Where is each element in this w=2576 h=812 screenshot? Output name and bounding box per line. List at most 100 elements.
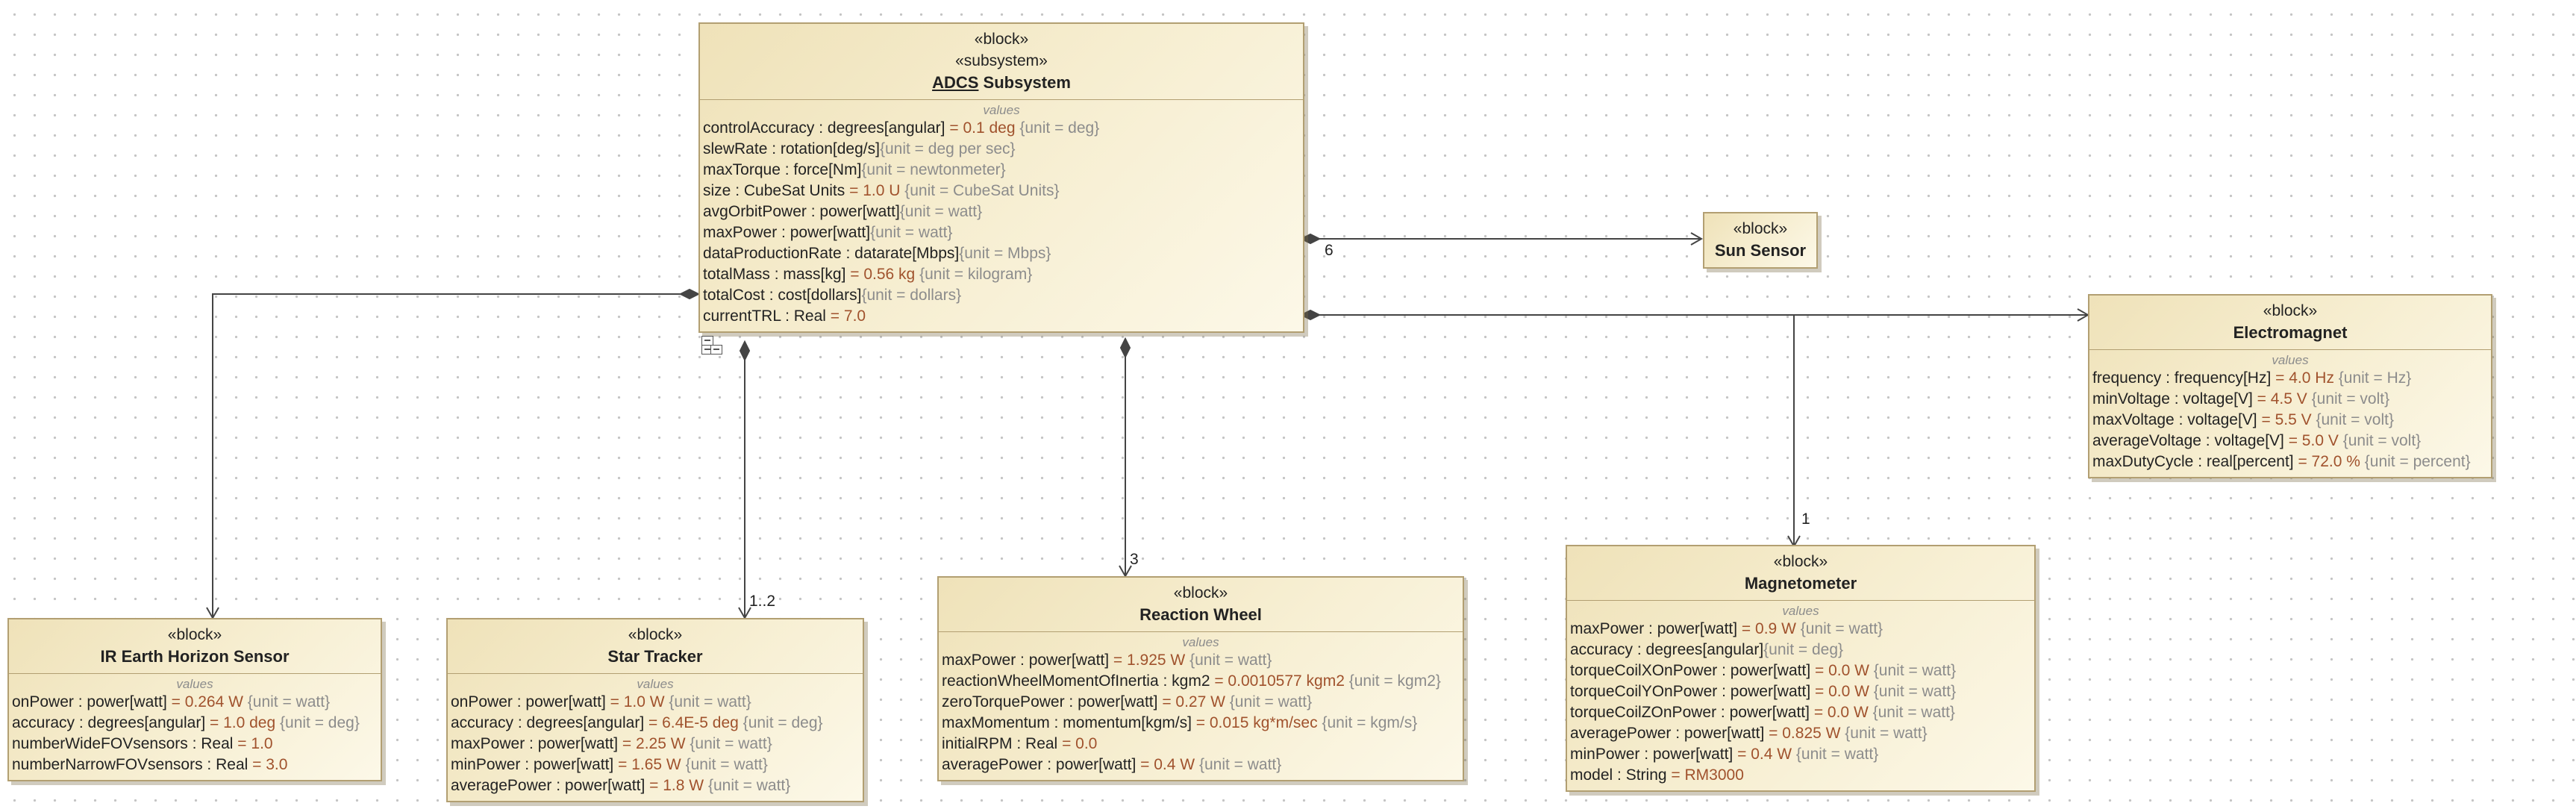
collapse-icon[interactable] bbox=[701, 336, 713, 346]
property-value: = 7.0 bbox=[825, 307, 866, 325]
property-name: torqueCoilXOnPower bbox=[1570, 662, 1718, 679]
property-name: dataProductionRate bbox=[703, 245, 842, 262]
property-unit-tag: {unit = deg} bbox=[1763, 641, 1844, 658]
property-type: : datarate[Mbps] bbox=[841, 245, 960, 262]
connector-star-tracker[interactable] bbox=[738, 340, 751, 620]
property-row[interactable]: torqueCoilZOnPower : power[watt] = 0.0 W… bbox=[1567, 702, 2034, 723]
property-name: minPower bbox=[1570, 746, 1640, 763]
property-row[interactable]: avgOrbitPower : power[watt]{unit = watt} bbox=[700, 202, 1303, 222]
property-unit-tag: {unit = percent} bbox=[2360, 453, 2471, 470]
connector-ir-sensor[interactable] bbox=[206, 288, 701, 620]
property-row[interactable]: numberWideFOVsensors : Real = 1.0 bbox=[9, 734, 381, 755]
property-type: : power[watt] bbox=[512, 693, 606, 710]
property-value: = 0.56 bbox=[845, 266, 895, 283]
property-unit: W bbox=[1777, 620, 1796, 637]
property-row[interactable]: dataProductionRate : datarate[Mbps]{unit… bbox=[700, 243, 1303, 264]
property-value: = 0.0 bbox=[1810, 662, 1851, 679]
property-row[interactable]: maxPower : power[watt] = 2.25 W {unit = … bbox=[448, 734, 863, 755]
property-row[interactable]: torqueCoilXOnPower : power[watt] = 0.0 W… bbox=[1567, 660, 2034, 681]
connector-sun-sensor[interactable] bbox=[1299, 232, 1704, 246]
property-row[interactable]: accuracy : degrees[angular]{unit = deg} bbox=[1567, 640, 2034, 660]
property-row[interactable]: slewRate : rotation[deg/s]{unit = deg pe… bbox=[700, 139, 1303, 160]
collapse-icon[interactable] bbox=[710, 345, 722, 355]
property-type: : Real bbox=[202, 756, 248, 773]
property-name: torqueCoilZOnPower bbox=[1570, 704, 1717, 721]
values-compartment: values controlAccuracy : degrees[angular… bbox=[700, 99, 1303, 331]
multiplicity-reaction-wheel: 3 bbox=[1130, 551, 1139, 568]
property-type: : power[watt] bbox=[73, 693, 167, 710]
stereotype-block: «block» bbox=[1173, 584, 1228, 602]
block-sun-sensor[interactable]: «block» Sun Sensor bbox=[1703, 212, 1818, 269]
property-row[interactable]: currentTRL : Real = 7.0 bbox=[700, 306, 1303, 327]
property-name: minVoltage bbox=[2092, 390, 2170, 407]
block-adcs-subsystem[interactable]: «block» «subsystem» ADCS Subsystem value… bbox=[698, 22, 1304, 333]
property-row[interactable]: reactionWheelMomentOfInertia : kgm2 = 0.… bbox=[939, 671, 1463, 692]
property-name: maxPower bbox=[942, 652, 1016, 669]
property-name: controlAccuracy bbox=[703, 119, 815, 137]
connector-electromagnet[interactable] bbox=[1299, 308, 2090, 322]
property-value: = 0.0010577 bbox=[1210, 672, 1302, 690]
property-name: totalMass bbox=[703, 266, 770, 283]
property-name: accuracy bbox=[12, 714, 75, 731]
connector-reaction-wheel[interactable] bbox=[1119, 337, 1132, 578]
property-row[interactable]: averagePower : power[watt] = 0.825 W {un… bbox=[1567, 723, 2034, 744]
property-value: = 1.0 bbox=[233, 735, 273, 752]
property-unit-tag: {unit = watt} bbox=[1795, 620, 1883, 637]
property-type: : degrees[angular] bbox=[513, 714, 645, 731]
property-unit-tag: {unit = deg} bbox=[275, 714, 360, 731]
property-name: avgOrbitPower bbox=[703, 203, 807, 220]
property-value: = 4.5 bbox=[2252, 390, 2292, 407]
connector-magnetometer[interactable] bbox=[1787, 315, 1801, 549]
property-row[interactable]: maxDutyCycle : real[percent] = 72.0 % {u… bbox=[2089, 452, 2491, 472]
block-ir-earth-horizon-sensor[interactable]: «block» IR Earth Horizon Sensor values o… bbox=[7, 618, 382, 781]
property-unit-tag: {unit = watt} bbox=[1225, 693, 1313, 710]
property-unit-tag: {unit = kgm2} bbox=[1344, 672, 1441, 690]
block-magnetometer[interactable]: «block» Magnetometer values maxPower : p… bbox=[1566, 545, 2036, 792]
property-name: maxVoltage bbox=[2092, 411, 2175, 428]
property-row[interactable]: totalCost : cost[dollars]{unit = dollars… bbox=[700, 285, 1303, 306]
property-row[interactable]: maxMomentum : momentum[kgm/s] = 0.015 kg… bbox=[939, 713, 1463, 734]
multiplicity-star-tracker: 1..2 bbox=[749, 593, 776, 610]
property-name: maxPower bbox=[451, 735, 525, 752]
property-name: reactionWheelMomentOfInertia bbox=[942, 672, 1159, 690]
property-type: : degrees[angular] bbox=[814, 119, 945, 137]
property-unit-tag: {unit = volt} bbox=[2311, 411, 2394, 428]
property-value: = 4.0 bbox=[2271, 369, 2311, 387]
property-row[interactable]: minPower : power[watt] = 1.65 W {unit = … bbox=[448, 755, 863, 775]
property-row[interactable]: onPower : power[watt] = 1.0 W {unit = wa… bbox=[448, 692, 863, 713]
property-name: accuracy bbox=[451, 714, 514, 731]
property-unit: W bbox=[1166, 652, 1186, 669]
property-row[interactable]: minPower : power[watt] = 0.4 W {unit = w… bbox=[1567, 744, 2034, 765]
block-electromagnet[interactable]: «block» Electromagnet values frequency :… bbox=[2088, 294, 2492, 478]
property-row[interactable]: numberNarrowFOVsensors : Real = 3.0 bbox=[9, 755, 381, 775]
property-row[interactable]: initialRPM : Real = 0.0 bbox=[939, 734, 1463, 755]
block-star-tracker[interactable]: «block» Star Tracker values onPower : po… bbox=[446, 618, 864, 802]
property-row[interactable]: maxTorque : force[Nm]{unit = newtonmeter… bbox=[700, 160, 1303, 181]
property-row[interactable]: maxPower : power[watt]{unit = watt} bbox=[700, 222, 1303, 243]
property-row[interactable]: maxPower : power[watt] = 1.925 W {unit =… bbox=[939, 650, 1463, 671]
property-value: = 0.0 bbox=[1810, 683, 1851, 700]
block-reaction-wheel[interactable]: «block» Reaction Wheel values maxPower :… bbox=[937, 576, 1464, 781]
property-row[interactable]: accuracy : degrees[angular] = 6.4E-5 deg… bbox=[448, 713, 863, 734]
property-row[interactable]: maxVoltage : voltage[V] = 5.5 V {unit = … bbox=[2089, 410, 2491, 431]
property-row[interactable]: averagePower : power[watt] = 1.8 W {unit… bbox=[448, 775, 863, 796]
property-row[interactable]: averagePower : power[watt] = 0.4 W {unit… bbox=[939, 755, 1463, 775]
property-row[interactable]: maxPower : power[watt] = 0.9 W {unit = w… bbox=[1567, 619, 2034, 640]
property-value: = 72.0 bbox=[2293, 453, 2342, 470]
property-row[interactable]: totalMass : mass[kg] = 0.56 kg {unit = k… bbox=[700, 264, 1303, 285]
property-unit: W bbox=[1850, 662, 1869, 679]
property-row[interactable]: frequency : frequency[Hz] = 4.0 Hz {unit… bbox=[2089, 368, 2491, 389]
property-name: numberWideFOVsensors bbox=[12, 735, 188, 752]
stereotype-subsystem: «subsystem» bbox=[955, 52, 1048, 69]
property-value: = RM3000 bbox=[1666, 766, 1744, 784]
property-row[interactable]: torqueCoilYOnPower : power[watt] = 0.0 W… bbox=[1567, 681, 2034, 702]
property-unit-tag: {unit = watt} bbox=[870, 224, 953, 241]
property-row[interactable]: zeroTorquePower : power[watt] = 0.27 W {… bbox=[939, 692, 1463, 713]
property-row[interactable]: minVoltage : voltage[V] = 4.5 V {unit = … bbox=[2089, 389, 2491, 410]
property-row[interactable]: size : CubeSat Units = 1.0 U {unit = Cub… bbox=[700, 181, 1303, 202]
property-row[interactable]: controlAccuracy : degrees[angular] = 0.1… bbox=[700, 118, 1303, 139]
property-row[interactable]: model : String = RM3000 bbox=[1567, 765, 2034, 786]
property-row[interactable]: averageVoltage : voltage[V] = 5.0 V {uni… bbox=[2089, 431, 2491, 452]
property-row[interactable]: accuracy : degrees[angular] = 1.0 deg {u… bbox=[9, 713, 381, 734]
property-row[interactable]: onPower : power[watt] = 0.264 W {unit = … bbox=[9, 692, 381, 713]
